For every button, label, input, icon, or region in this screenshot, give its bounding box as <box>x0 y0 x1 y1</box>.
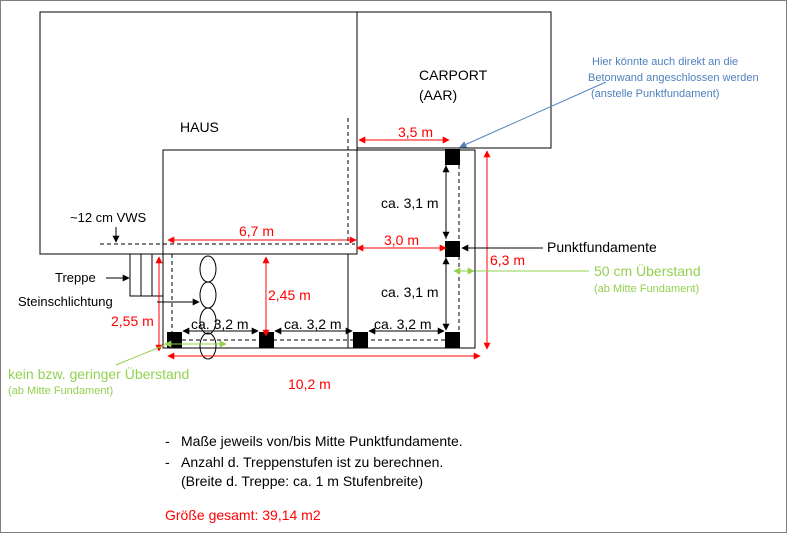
punktfundamente-label: Punktfundamente <box>547 239 657 255</box>
foundation-middle <box>445 241 460 257</box>
foundation-bottom-3 <box>353 332 368 348</box>
note-line-1: Maße jeweils von/bis Mitte Punktfundamen… <box>181 433 463 449</box>
dim-ca32-1-label: ca. 3,2 m <box>191 316 249 332</box>
terrace-outline <box>162 149 476 349</box>
no-overhang-sub-label: (ab Mitte Fundament) <box>8 385 113 397</box>
overhang-label: 50 cm Überstand <box>594 262 701 279</box>
note-line-2: Anzahl d. Treppenstufen ist zu berechnen… <box>181 454 443 470</box>
carport-outline <box>356 11 552 149</box>
note-bullet-2: - <box>165 454 170 470</box>
carport-sub-label: (AAR) <box>419 87 457 103</box>
dim-6-3-label: 6,3 m <box>490 252 525 268</box>
dim-ca32-3-label: ca. 3,2 m <box>374 316 432 332</box>
house-label: HAUS <box>180 119 219 135</box>
dim-3-5-label: 3,5 m <box>398 124 433 140</box>
stone-2 <box>199 281 217 309</box>
dim-10-2-label: 10,2 m <box>288 376 331 392</box>
no-overhang-leader <box>115 344 166 366</box>
stone-4 <box>199 332 217 360</box>
stair-block <box>129 253 164 297</box>
dim-3-0-label: 3,0 m <box>384 232 419 248</box>
no-overhang-label: kein bzw. geringer Überstand <box>8 365 189 382</box>
dim-ca31-top-label: ca. 3,1 m <box>381 195 439 211</box>
treppe-label: Treppe <box>55 270 96 285</box>
blue-note-line-3: (anstelle Punktfundament) <box>591 88 719 100</box>
carport-label: CARPORT <box>419 67 488 83</box>
foundation-top <box>445 149 460 165</box>
stone-1 <box>199 255 217 283</box>
overhang-sub-label: (ab Mitte Fundament) <box>594 283 699 295</box>
note-pointer-arrow <box>459 81 607 148</box>
dim-ca32-2-label: ca. 3,2 m <box>284 316 342 332</box>
foundation-bottom-4 <box>445 332 460 348</box>
dim-ca31-bottom-label: ca. 3,1 m <box>381 284 439 300</box>
note-line-3: (Breite d. Treppe: ca. 1 m Stufenbreite) <box>181 473 423 489</box>
steinschlichtung-label: Steinschlichtung <box>18 294 113 309</box>
blue-note-line-1: Hier könnte auch direkt an die <box>592 56 738 68</box>
note-bullet-1: - <box>165 433 170 449</box>
dim-2-45-label: 2,45 m <box>268 287 311 303</box>
vws-label: ~12 cm VWS <box>70 210 147 225</box>
dim-6-7-label: 6,7 m <box>239 223 274 239</box>
foundation-bottom-1 <box>167 332 182 348</box>
blue-note-line-2: Betonwand angeschlossen werden <box>588 72 759 84</box>
total-size-label: Größe gesamt: 39,14 m2 <box>165 507 321 523</box>
dim-2-55-label: 2,55 m <box>111 313 154 329</box>
